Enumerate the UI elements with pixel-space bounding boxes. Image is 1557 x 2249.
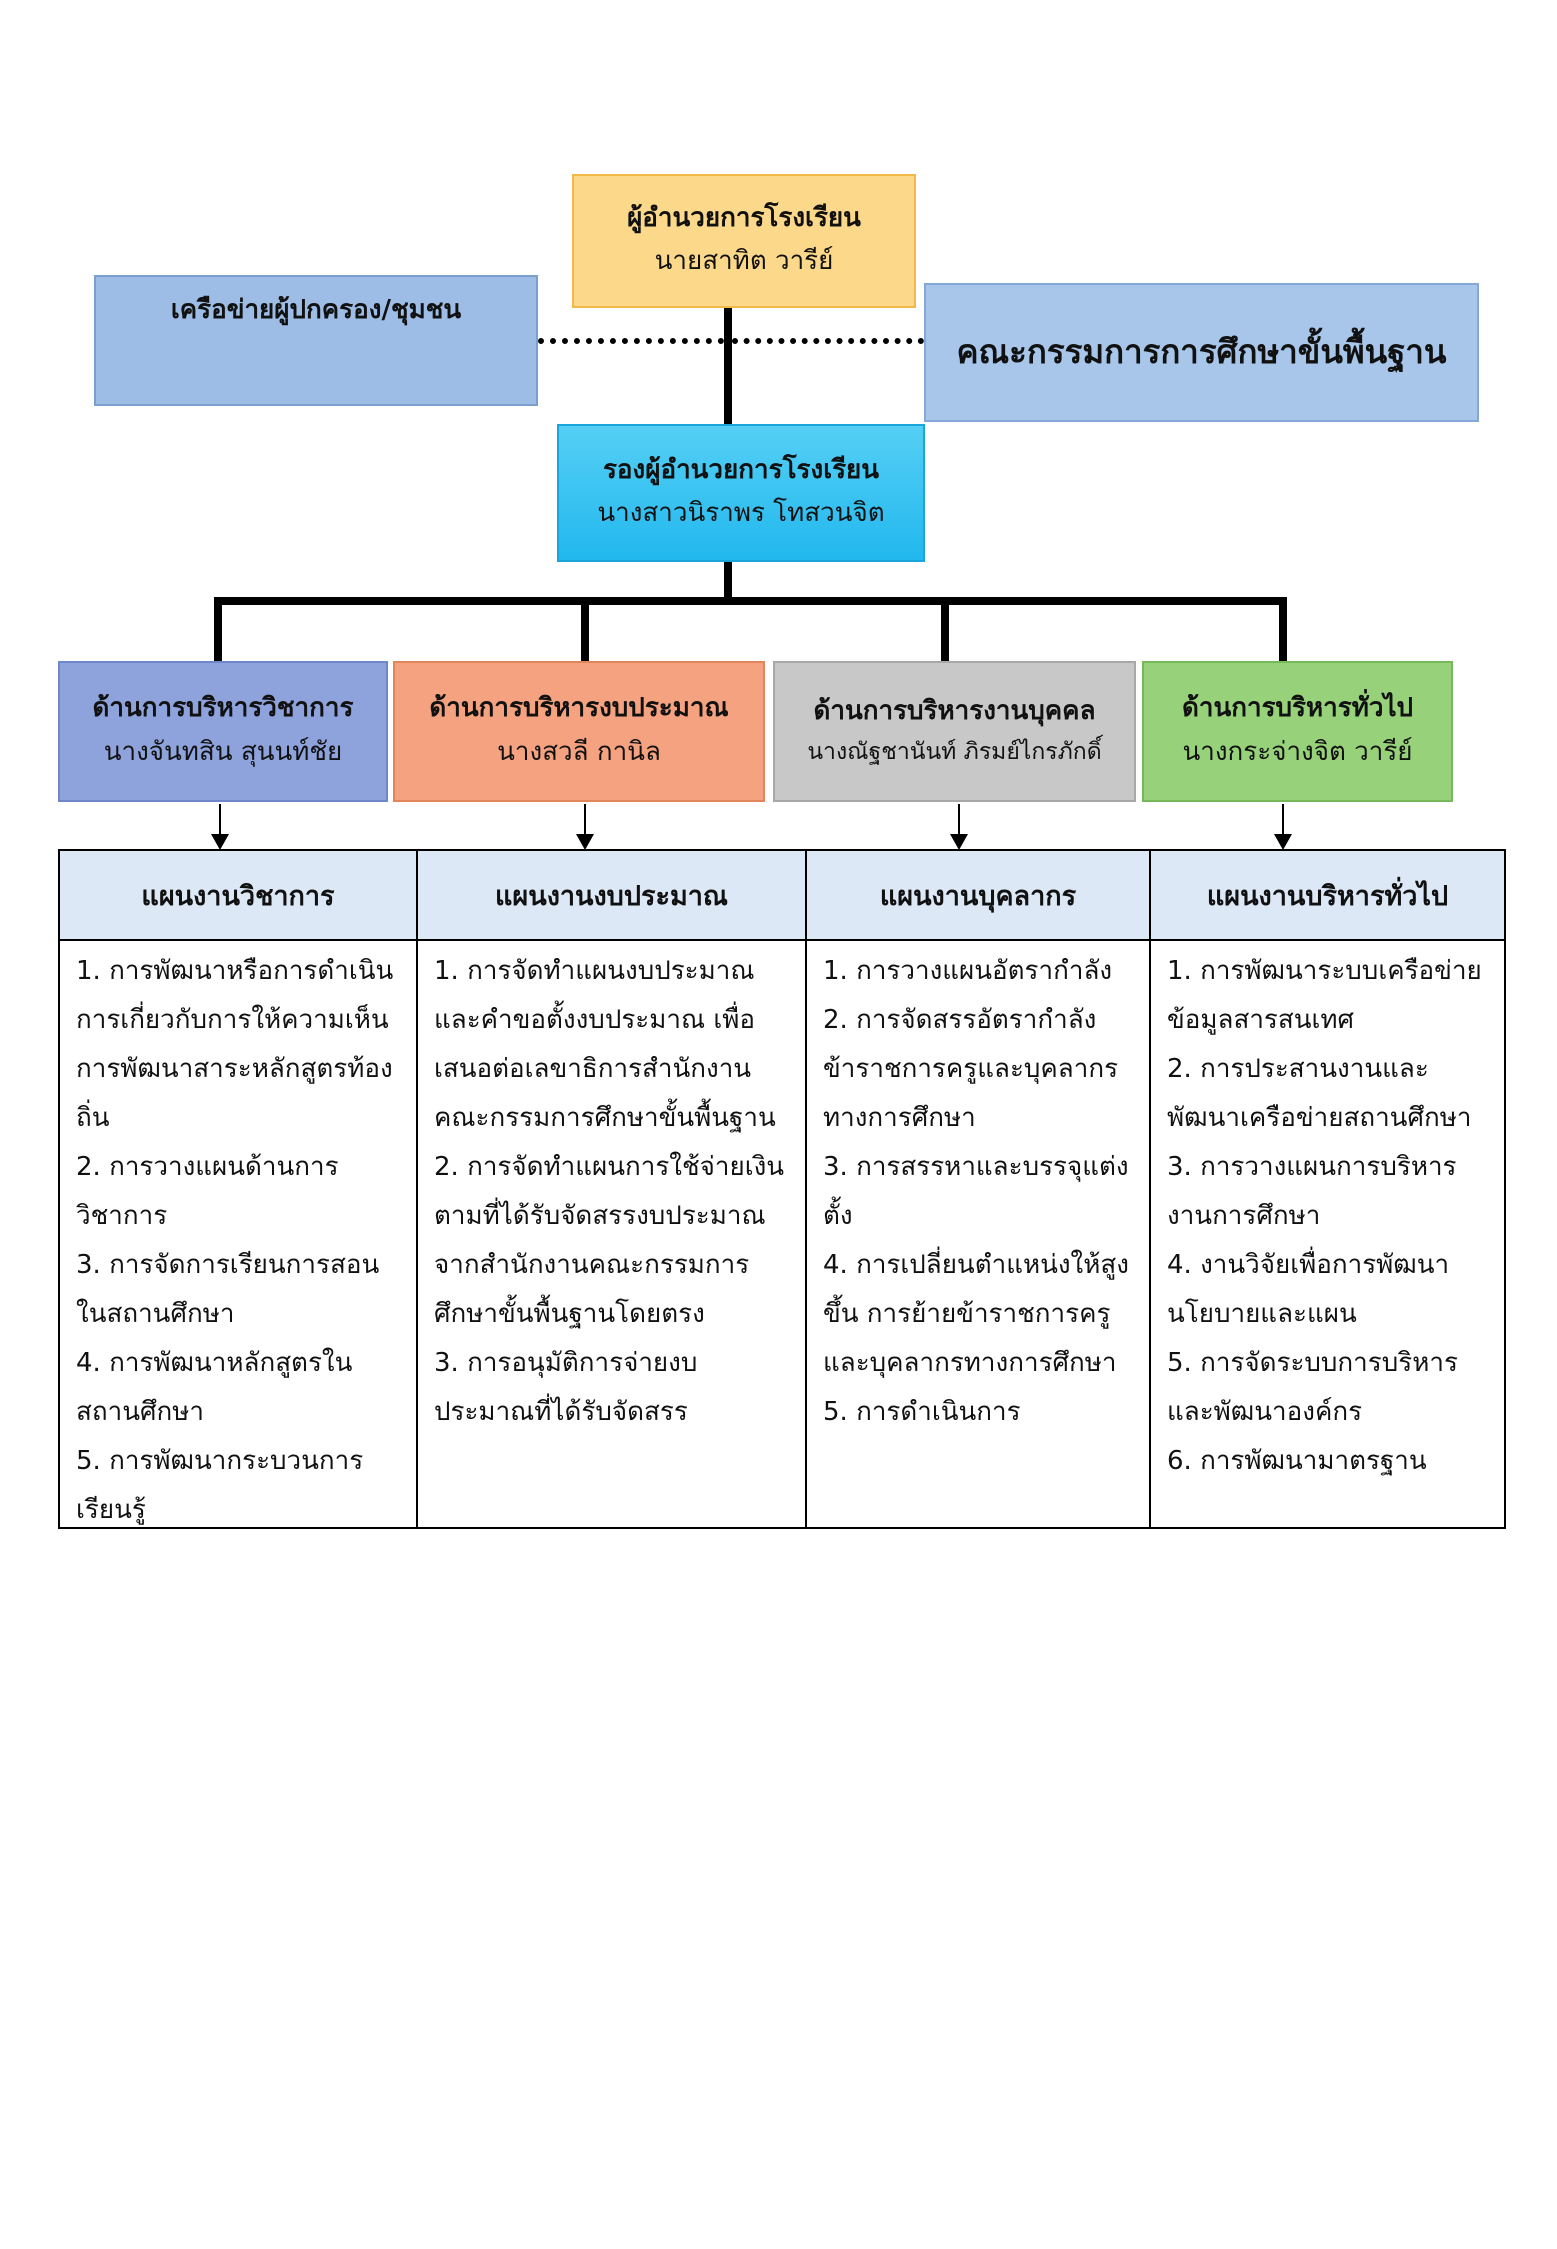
plan-item: 5. การจัดระบบการบริหารและพัฒนาองค์กร	[1167, 1348, 1458, 1427]
plan-column-personnel: แผนงานบุคลากร 1. การวางแผนอัตรากำลัง 2. …	[805, 851, 1149, 1527]
plan-item: 1. การวางแผนอัตรากำลัง	[823, 956, 1113, 986]
arrow-2-head	[576, 834, 594, 850]
plan-item: 2. การจัดทำแผนการใช้จ่ายเงิน ตามที่ได้รั…	[434, 1152, 785, 1329]
arrow-4-stem	[1282, 804, 1284, 834]
plan-header: แผนงานบริหารทั่วไป	[1151, 851, 1504, 941]
plan-item: 6. การพัฒนามาตรฐาน	[1167, 1446, 1427, 1476]
plan-column-general: แผนงานบริหารทั่วไป 1. การพัฒนาระบบเครือข…	[1149, 851, 1504, 1527]
plan-header: แผนงานงบประมาณ	[418, 851, 805, 941]
plan-column-budget: แผนงานงบประมาณ 1. การจัดทำแผนงบประมาณและ…	[416, 851, 805, 1527]
plan-item: 2. การประสานงานและพัฒนาเครือข่ายสถานศึกษ…	[1167, 1054, 1472, 1133]
division-general-box: ด้านการบริหารทั่วไป นางกระจ่างจิต วารีย์	[1142, 661, 1453, 802]
plan-item: 5. การพัฒนากระบวนการเรียนรู้	[76, 1446, 364, 1525]
bus-drop-4	[1279, 597, 1287, 663]
basic-ed-committee-title: คณะกรรมการการศึกษาขั้นพื้นฐาน	[956, 332, 1447, 372]
arrow-4-head	[1274, 834, 1292, 850]
deputy-box: รองผู้อำนวยการโรงเรียน นางสาวนิราพร โทสว…	[557, 424, 925, 562]
arrow-1-head	[211, 834, 229, 850]
basic-ed-committee-box: คณะกรรมการการศึกษาขั้นพื้นฐาน	[924, 283, 1479, 422]
parent-network-title: เครือข่ายผู้ปกครอง/ชุมชน	[170, 295, 462, 325]
bus-drop-1	[214, 597, 222, 663]
plans-table: แผนงานวิชาการ 1. การพัฒนาหรือการดำเนินกา…	[58, 849, 1506, 1529]
parent-network-box: เครือข่ายผู้ปกครอง/ชุมชน	[94, 275, 538, 406]
division-personnel-title: ด้านการบริหารงานบุคคล	[813, 695, 1096, 726]
plan-item: 5. การดำเนินการ	[823, 1397, 1021, 1427]
plan-item: 1. การพัฒนาหรือการดำเนินการเกี่ยวกับการใ…	[76, 956, 394, 1133]
plan-item: 3. การสรรหาและบรรจุแต่งตั้ง	[823, 1152, 1129, 1231]
plan-item: 1. การจัดทำแผนงบประมาณและคำขอตั้งงบประมา…	[434, 956, 776, 1133]
plan-item: 3. การอนุมัติการจ่ายงบประมาณที่ได้รับจัด…	[434, 1348, 698, 1427]
plan-header: แผนงานวิชาการ	[60, 851, 416, 941]
division-academic-title: ด้านการบริหารวิชาการ	[92, 693, 354, 724]
plan-header: แผนงานบุคลากร	[807, 851, 1149, 941]
plan-item: 4. การเปลี่ยนตำแหน่งให้สูงขึ้น การย้ายข้…	[823, 1250, 1129, 1378]
plan-item: 3. การจัดการเรียนการสอนในสถานศึกษา	[76, 1250, 380, 1329]
plan-item: 4. การพัฒนาหลักสูตรในสถานศึกษา	[76, 1348, 353, 1427]
arrow-3-head	[950, 834, 968, 850]
plan-column-academic: แผนงานวิชาการ 1. การพัฒนาหรือการดำเนินกา…	[60, 851, 416, 1527]
director-title: ผู้อำนวยการโรงเรียน	[627, 202, 861, 233]
plan-item: 4. งานวิจัยเพื่อการพัฒนานโยบายและแผน	[1167, 1250, 1450, 1329]
director-to-deputy-line	[724, 306, 732, 424]
division-personnel-name: นางณัฐชานันท์ ภิรมย์ไกรภักดิ์	[807, 738, 1102, 765]
director-box: ผู้อำนวยการโรงเรียน นายสาทิต วารีย์	[572, 174, 916, 308]
division-budget-name: นางสวลี กานิล	[497, 736, 661, 767]
deputy-down-line	[724, 560, 732, 600]
arrow-3-stem	[958, 804, 960, 834]
arrow-2-stem	[584, 804, 586, 834]
arrow-1-stem	[219, 804, 221, 834]
division-budget-box: ด้านการบริหารงบประมาณ นางสวลี กานิล	[393, 661, 765, 802]
division-budget-title: ด้านการบริหารงบประมาณ	[429, 693, 729, 724]
plan-item: 3. การวางแผนการบริหารงานการศึกษา	[1167, 1152, 1457, 1231]
division-academic-box: ด้านการบริหารวิชาการ นางจันทสิน สุนนท์ชั…	[58, 661, 388, 802]
deputy-title: รองผู้อำนวยการโรงเรียน	[602, 454, 880, 485]
division-academic-name: นางจันทสิน สุนนท์ชัย	[103, 736, 343, 767]
division-bus-line	[214, 597, 1287, 605]
division-general-title: ด้านการบริหารทั่วไป	[1181, 693, 1414, 724]
bus-drop-3	[941, 597, 949, 663]
left-dotted-link	[538, 338, 724, 344]
director-name: นายสาทิต วารีย์	[654, 246, 834, 277]
bus-drop-2	[581, 597, 589, 663]
plan-item: 2. การจัดสรรอัตรากำลังข้าราชการครูและบุค…	[823, 1005, 1119, 1133]
plan-item: 2. การวางแผนด้านการวิชาการ	[76, 1152, 339, 1231]
deputy-name: นางสาวนิราพร โทสวนจิต	[597, 498, 885, 529]
division-personnel-box: ด้านการบริหารงานบุคคล นางณัฐชานันท์ ภิรม…	[773, 661, 1136, 802]
division-general-name: นางกระจ่างจิต วารีย์	[1182, 736, 1413, 767]
plan-item: 1. การพัฒนาระบบเครือข่ายข้อมูลสารสนเทศ	[1167, 956, 1482, 1035]
right-dotted-link	[732, 338, 924, 344]
